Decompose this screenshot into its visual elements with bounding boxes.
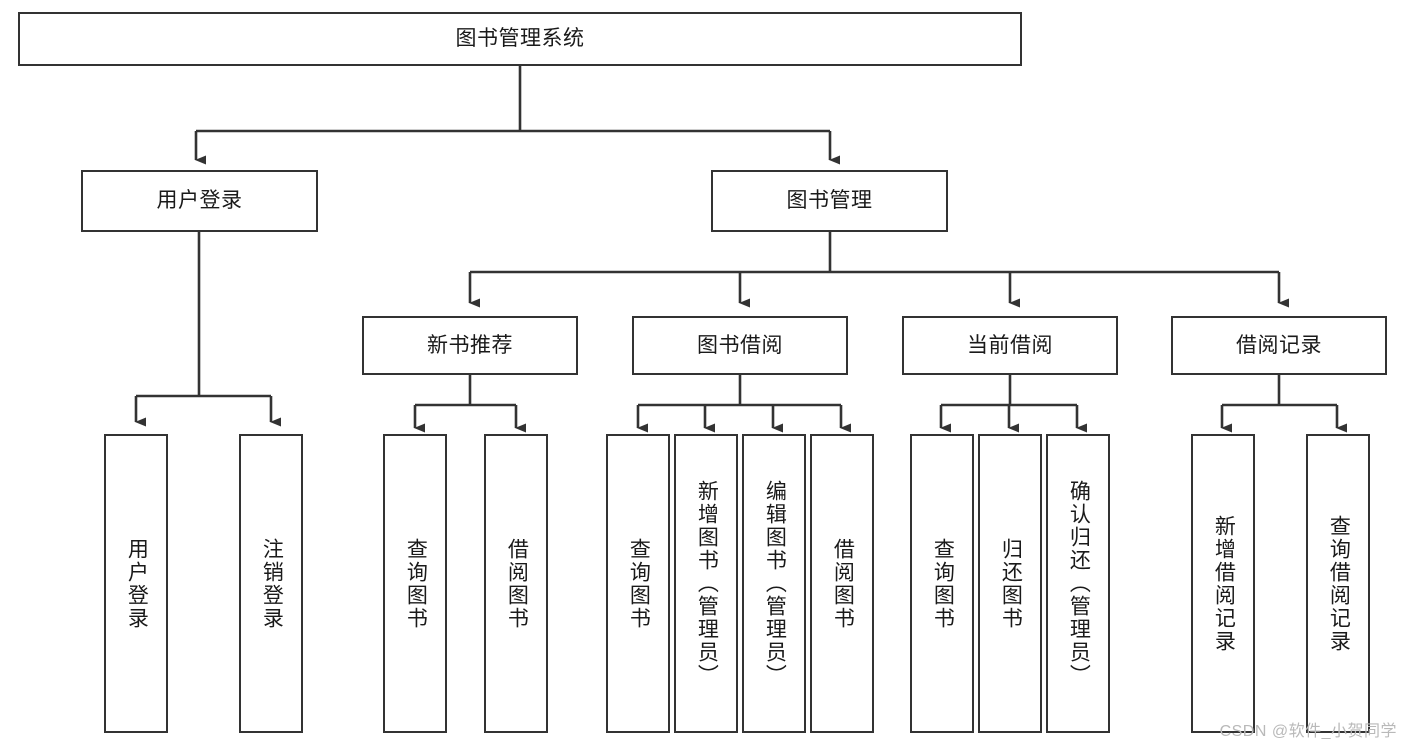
node-borrow-records[interactable]: 借阅记录 xyxy=(1171,316,1387,375)
node-label: 当前借阅 xyxy=(967,333,1053,357)
node-label: 归还图书 xyxy=(999,537,1023,630)
leaf-borrow-add-book[interactable]: 新增图书（管理员） xyxy=(674,434,738,733)
node-label: 编辑图书（管理员） xyxy=(763,480,787,687)
node-label: 查询借阅记录 xyxy=(1327,514,1351,653)
leaf-records-add-record[interactable]: 新增借阅记录 xyxy=(1191,434,1255,733)
leaf-records-query-record[interactable]: 查询借阅记录 xyxy=(1306,434,1370,733)
node-label: 新增借阅记录 xyxy=(1212,514,1236,653)
leaf-user-login-signout[interactable]: 注销登录 xyxy=(239,434,303,733)
leaf-current-query-book[interactable]: 查询图书 xyxy=(910,434,974,733)
node-new-book-recommend[interactable]: 新书推荐 xyxy=(362,316,578,375)
node-root-system[interactable]: 图书管理系统 xyxy=(18,12,1022,66)
leaf-user-login-signin[interactable]: 用户登录 xyxy=(104,434,168,733)
leaf-borrow-borrow-book[interactable]: 借阅图书 xyxy=(810,434,874,733)
node-label: 注销登录 xyxy=(260,537,284,630)
leaf-borrow-query-book[interactable]: 查询图书 xyxy=(606,434,670,733)
node-label: 图书借阅 xyxy=(697,333,783,357)
node-label: 用户登录 xyxy=(125,537,149,630)
node-label: 新书推荐 xyxy=(427,333,513,357)
node-label: 用户登录 xyxy=(156,189,243,213)
node-label: 查询图书 xyxy=(404,537,428,630)
watermark-text: CSDN @软件_小贺同学 xyxy=(1219,723,1397,740)
node-label: 图书管理系统 xyxy=(455,27,585,51)
node-label: 借阅图书 xyxy=(505,537,529,630)
node-label: 借阅图书 xyxy=(831,537,855,630)
node-book-borrow[interactable]: 图书借阅 xyxy=(632,316,848,375)
node-book-management[interactable]: 图书管理 xyxy=(711,170,948,232)
node-label: 新增图书（管理员） xyxy=(695,480,719,687)
node-user-login[interactable]: 用户登录 xyxy=(81,170,318,232)
node-current-borrow[interactable]: 当前借阅 xyxy=(902,316,1118,375)
leaf-current-return-book[interactable]: 归还图书 xyxy=(978,434,1042,733)
leaf-current-confirm-return[interactable]: 确认归还（管理员） xyxy=(1046,434,1110,733)
node-label: 查询图书 xyxy=(931,537,955,630)
leaf-borrow-edit-book[interactable]: 编辑图书（管理员） xyxy=(742,434,806,733)
node-label: 查询图书 xyxy=(627,537,651,630)
node-label: 图书管理 xyxy=(786,189,873,213)
node-label: 借阅记录 xyxy=(1236,333,1322,357)
leaf-recommend-borrow-book[interactable]: 借阅图书 xyxy=(484,434,548,733)
node-label: 确认归还（管理员） xyxy=(1067,480,1091,687)
leaf-recommend-query-book[interactable]: 查询图书 xyxy=(383,434,447,733)
